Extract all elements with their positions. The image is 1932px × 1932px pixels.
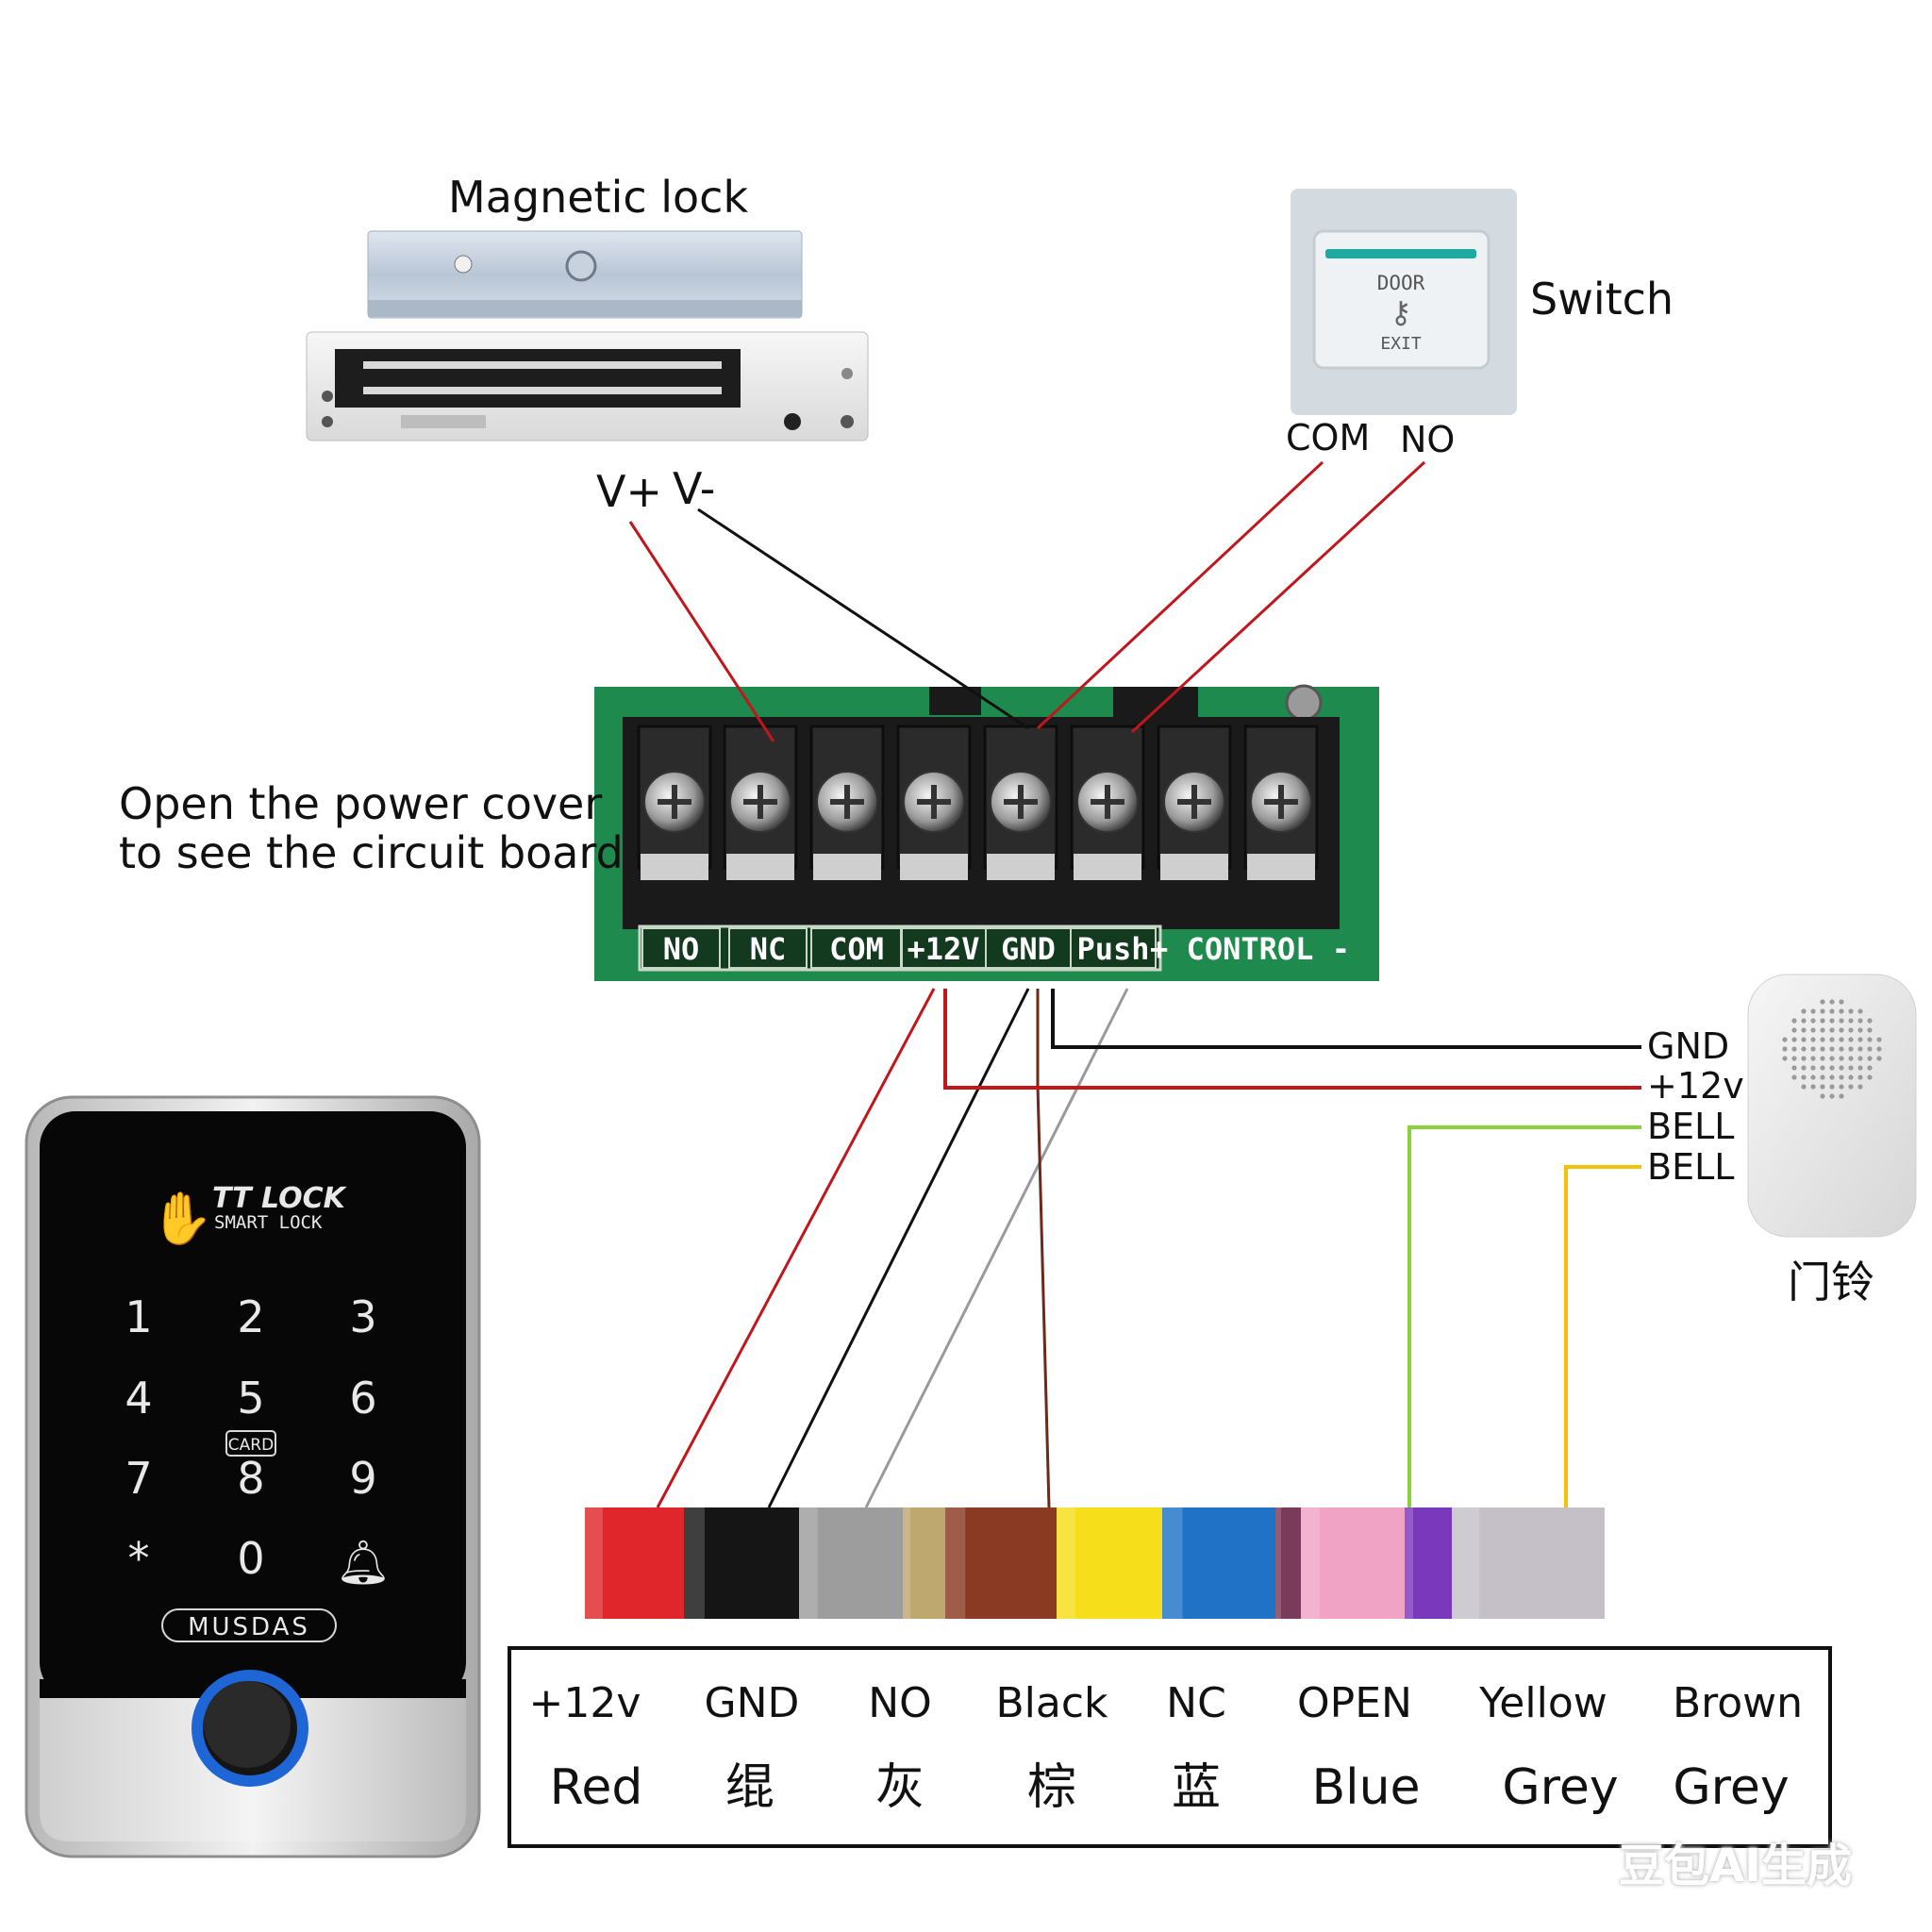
switch-com-label: COM <box>1286 417 1371 458</box>
keypad-key[interactable]: 0 <box>237 1533 264 1584</box>
wire-swatch <box>1162 1507 1275 1619</box>
doorbell-image <box>1747 974 1917 1238</box>
wire-swatch <box>799 1507 903 1619</box>
table-row1-cell: Yellow <box>1478 1679 1607 1727</box>
magnetic-lock-title: Magnetic lock <box>448 172 749 223</box>
terminal-label: +12V <box>907 931 979 967</box>
keypad-key[interactable]: 8 <box>237 1453 264 1504</box>
wire-swatch <box>684 1507 799 1619</box>
board-note-line2: to see the circuit board <box>119 827 624 878</box>
keypad-key[interactable]: 2 <box>237 1291 264 1342</box>
wire-switch-no <box>1130 460 1426 734</box>
table-row1-cell: GND <box>705 1679 800 1727</box>
table-row2-cell: 棕 <box>1027 1759 1076 1816</box>
keypad-keys: 1 2 3 4 5 6 7 8 9 * 0 🔔︎ <box>125 1291 391 1588</box>
keypad-key[interactable]: * <box>128 1533 150 1584</box>
terminal-label: COM <box>829 931 884 967</box>
terminal-label: + CONTROL - <box>1150 931 1350 967</box>
wire-switch-com <box>1036 460 1324 730</box>
table-row1-cell: +12v <box>529 1679 641 1727</box>
magnetic-lock-image <box>306 230 869 441</box>
circuit-board: NO NC COM +12V GND Push+ CONTROL - <box>594 684 1379 981</box>
wire-bell-yellow <box>1564 1165 1641 1507</box>
keypad-key[interactable]: 6 <box>349 1373 376 1424</box>
wire-swatch <box>1452 1507 1605 1619</box>
keypad-key[interactable]: 7 <box>125 1453 152 1504</box>
terminal-label: NO <box>663 931 700 967</box>
keypad-key[interactable]: 3 <box>349 1291 376 1342</box>
table-row1-cell: OPEN <box>1297 1679 1412 1727</box>
wire-lock-vplus <box>628 521 775 742</box>
lock-vplus-label: V+ <box>596 466 663 517</box>
wire-bell-lime <box>1407 1125 1641 1507</box>
exit-switch-button <box>1312 229 1491 370</box>
bell-12v-label: +12v <box>1647 1065 1744 1107</box>
keypad-key[interactable]: 1 <box>125 1291 152 1342</box>
switch-title: Switch <box>1530 274 1674 325</box>
table-row2-cell: 绲 <box>725 1759 774 1816</box>
terminal-label: Push <box>1076 931 1149 967</box>
bell-gnd-label: GND <box>1647 1025 1730 1067</box>
keypad-brand-line1: TT LOCK <box>212 1182 348 1215</box>
table-row2-cell: Grey <box>1502 1759 1618 1816</box>
keypad-brand-line2: SMART LOCK <box>214 1212 323 1233</box>
bottom-wires <box>656 988 1641 1508</box>
switch-door-text: DOOR <box>1377 272 1425 294</box>
doorbell-name: 门铃 <box>1788 1257 1874 1307</box>
switch-exit-text: EXIT <box>1380 334 1422 354</box>
wire-brown-harness <box>1036 989 1051 1508</box>
table-row2-cell: Blue <box>1311 1759 1420 1816</box>
bell-bell1-label: BELL <box>1647 1106 1735 1147</box>
bell-key-icon[interactable]: 🔔︎ <box>336 1537 391 1588</box>
table-row1-cell: NC <box>1166 1679 1226 1727</box>
keypad-key[interactable]: 4 <box>125 1373 152 1424</box>
keypad-screen <box>40 1111 466 1698</box>
wire-bell-gnd <box>1051 989 1641 1049</box>
lock-vminus-label: V- <box>673 463 716 514</box>
wire-bell-12v <box>943 989 1641 1090</box>
wire-swatch <box>1275 1507 1301 1619</box>
board-note-line1: Open the power cover <box>119 778 603 829</box>
wire-red-harness <box>656 988 936 1508</box>
wire-lock-vminus <box>697 508 1029 730</box>
table-row1-cell: Black <box>995 1679 1108 1727</box>
card-label: CARD <box>228 1436 274 1455</box>
wire-swatch <box>1405 1507 1452 1619</box>
terminal-labels: NO NC COM +12V GND Push+ CONTROL - <box>641 927 1350 969</box>
hand-logo-icon: ✋ <box>150 1189 213 1248</box>
terminal-screws <box>637 724 1319 880</box>
wire-black-harness <box>767 988 1030 1508</box>
wire-swatch <box>1057 1507 1162 1619</box>
top-wires <box>628 460 1426 742</box>
table-row2-cell: Grey <box>1673 1759 1789 1816</box>
keypad-model: MUSDAS <box>188 1613 310 1641</box>
table-row2-cell: 灰 <box>875 1759 924 1816</box>
watermark: 豆包AI生成 <box>1619 1840 1853 1892</box>
bell-bell2-label: BELL <box>1647 1146 1735 1188</box>
keypad-key[interactable]: 5 <box>237 1373 264 1424</box>
wire-swatch <box>585 1507 684 1619</box>
exit-switch-image: DOOR ⚷ EXIT <box>1291 189 1517 415</box>
terminal-label: NC <box>750 931 787 967</box>
key-icon: ⚷ <box>1390 294 1411 330</box>
switch-no-label: NO <box>1400 419 1456 460</box>
table-row2-cell: Red <box>550 1759 643 1816</box>
speaker-grille <box>1782 999 1882 1099</box>
terminal-label: GND <box>1001 931 1056 967</box>
wire-grey-harness <box>864 988 1129 1508</box>
table-row1-cell: Brown <box>1673 1679 1803 1727</box>
wire-swatch <box>1301 1507 1405 1619</box>
wire-swatch <box>945 1507 1057 1619</box>
wire-swatch <box>903 1507 945 1619</box>
table-row1-cell: NO <box>868 1679 932 1727</box>
wire-harness-strip <box>585 1507 1605 1619</box>
table-row2-cell: 蓝 <box>1172 1759 1221 1816</box>
keypad-key[interactable]: 9 <box>349 1453 376 1504</box>
